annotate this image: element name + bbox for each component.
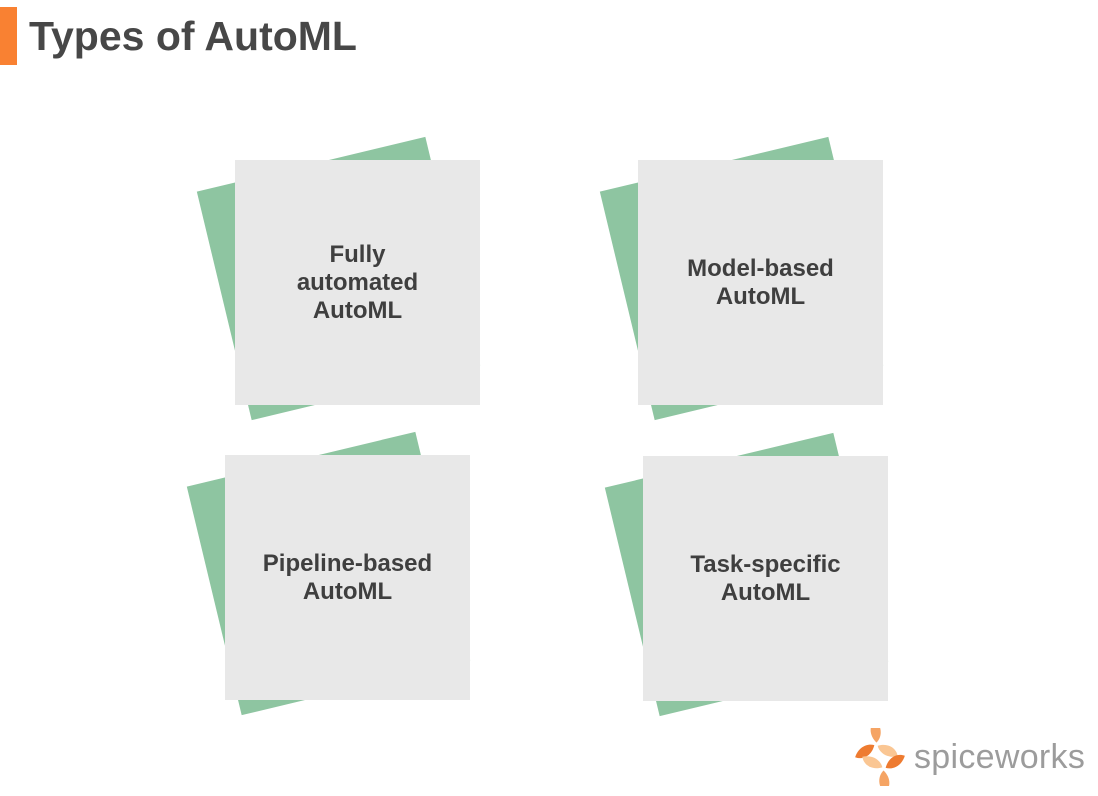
title-accent-bar bbox=[0, 7, 17, 65]
card-label: Fully automated AutoML bbox=[296, 240, 419, 324]
card-pipeline-based-automl: Pipeline-based AutoML bbox=[186, 431, 471, 716]
card-fully-automated-automl: Fully automated AutoML bbox=[196, 136, 481, 421]
card-label: Task-specific AutoML bbox=[690, 550, 841, 606]
spiceworks-logo-text: spiceworks bbox=[914, 737, 1086, 776]
spiceworks-pinwheel-icon bbox=[855, 728, 905, 786]
card-front-square: Fully automated AutoML bbox=[235, 160, 480, 405]
card-model-based-automl: Model-based AutoML bbox=[599, 136, 884, 421]
card-front-square: Pipeline-based AutoML bbox=[225, 455, 470, 700]
card-front-square: Model-based AutoML bbox=[638, 160, 883, 405]
card-label: Pipeline-based AutoML bbox=[262, 549, 433, 605]
page-title: Types of AutoML bbox=[29, 13, 357, 59]
spiceworks-logo: spiceworks bbox=[853, 728, 1085, 786]
card-task-specific-automl: Task-specific AutoML bbox=[604, 432, 889, 717]
card-front-square: Task-specific AutoML bbox=[643, 456, 888, 701]
card-label: Model-based AutoML bbox=[687, 254, 834, 310]
